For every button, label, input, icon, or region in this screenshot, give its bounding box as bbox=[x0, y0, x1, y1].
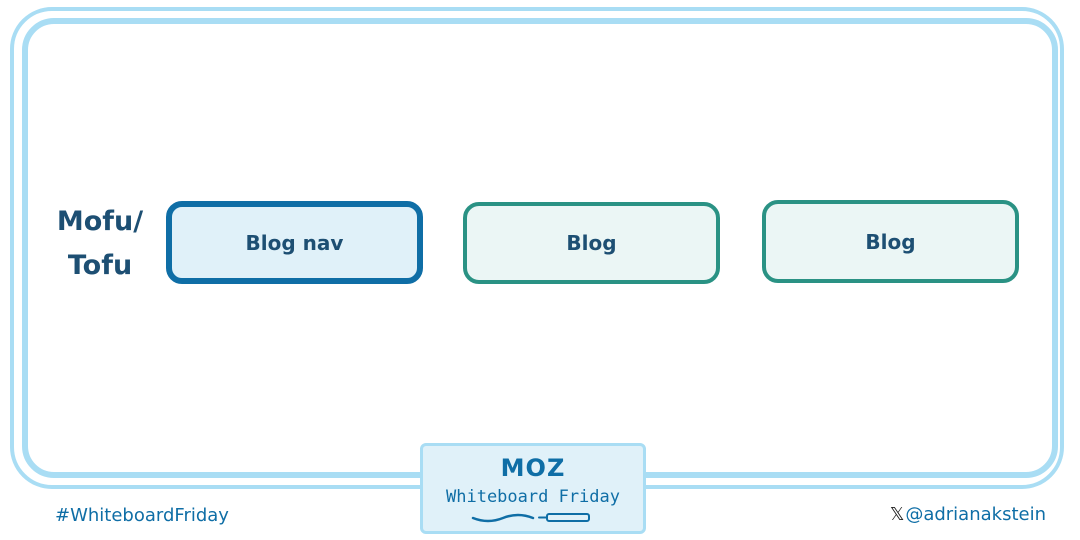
row-label: Mofu/ Tofu bbox=[50, 200, 150, 288]
blog-box-2: Blog bbox=[762, 200, 1019, 283]
handle-text: @adrianakstein bbox=[905, 504, 1046, 525]
blog-box-1: Blog bbox=[463, 202, 720, 284]
row-label-line-2: Tofu bbox=[67, 250, 133, 281]
moz-logo: MOZ bbox=[500, 454, 566, 482]
marker-squiggle-icon bbox=[471, 513, 590, 523]
x-logo-icon: 𝕏 bbox=[889, 504, 905, 525]
row-label-line-1: Mofu/ bbox=[56, 206, 144, 237]
blog-nav-box: Blog nav bbox=[166, 201, 423, 284]
whiteboard-friday-badge: MOZ Whiteboard Friday bbox=[420, 443, 646, 534]
hashtag-text: #WhiteboardFriday bbox=[55, 505, 229, 526]
badge-subtitle: Whiteboard Friday bbox=[446, 487, 620, 507]
social-handle: 𝕏 @adrianakstein bbox=[890, 504, 1046, 525]
